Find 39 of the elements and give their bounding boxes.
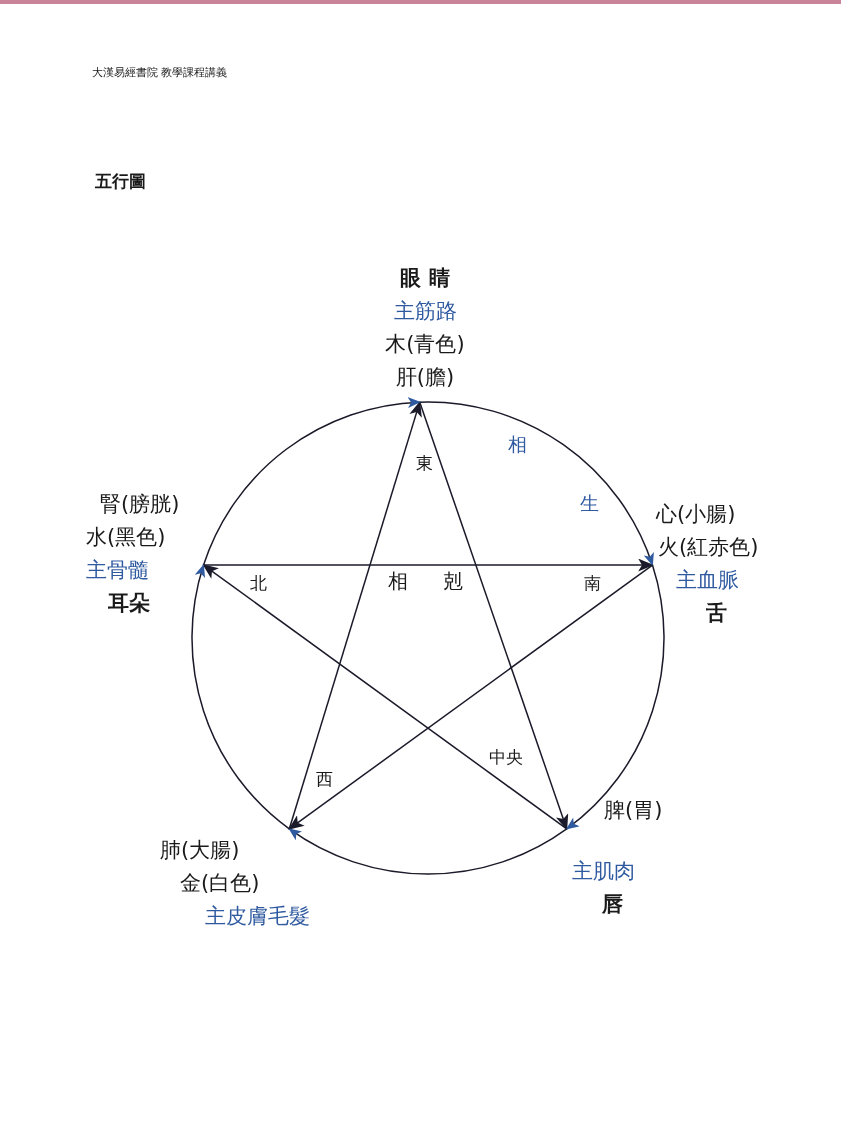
cycle-label: 剋	[443, 570, 463, 592]
organ-text: 眼 睛	[400, 265, 450, 292]
header-text: 大漢易經書院 教學課程講義	[92, 65, 228, 81]
function-text: 主筋路	[393, 298, 457, 325]
organ-text: 木(青色)	[385, 331, 465, 358]
cycle-label: 相	[388, 570, 408, 592]
function-text: 主皮膚毛髮	[205, 903, 310, 930]
organ-text: 火(紅赤色)	[658, 534, 759, 561]
organ-text: 耳朵	[108, 590, 150, 617]
circle-arc-arrow	[288, 828, 568, 875]
arrow	[288, 400, 422, 830]
organ-text: 腎(膀胱)	[100, 491, 180, 518]
circle-arc-arrow	[202, 397, 421, 566]
cycle-label: 相	[508, 433, 527, 455]
direction-label: 西	[316, 768, 333, 790]
organ-text: 肝(膽)	[395, 364, 455, 391]
direction-label: 北	[250, 572, 267, 594]
function-text: 主血脈	[676, 567, 739, 594]
function-text: 主肌肉	[572, 858, 635, 885]
direction-label: 東	[416, 452, 433, 474]
arrow	[288, 564, 654, 830]
function-text: 主骨髓	[86, 557, 149, 584]
organ-text: 肺(大腸)	[160, 837, 240, 864]
diagram-title: 五行圖	[95, 170, 146, 192]
direction-label: 南	[584, 572, 601, 594]
cycle-label: 生	[580, 492, 599, 514]
arrow	[419, 401, 569, 831]
circle-arc-arrow	[565, 564, 665, 830]
organ-text: 舌	[706, 600, 727, 627]
circle-arc-arrow	[191, 564, 291, 830]
direction-label: 中央	[489, 746, 523, 768]
organ-text: 金(白色)	[180, 870, 260, 897]
organ-text: 唇	[602, 891, 623, 918]
organ-text: 水(黑色)	[86, 524, 166, 551]
arrow	[202, 564, 568, 830]
arrow	[202, 558, 654, 572]
organ-text: 心(小腸)	[656, 501, 736, 528]
circle-arc-arrow	[419, 401, 654, 567]
organ-text: 脾(胃)	[604, 797, 663, 824]
